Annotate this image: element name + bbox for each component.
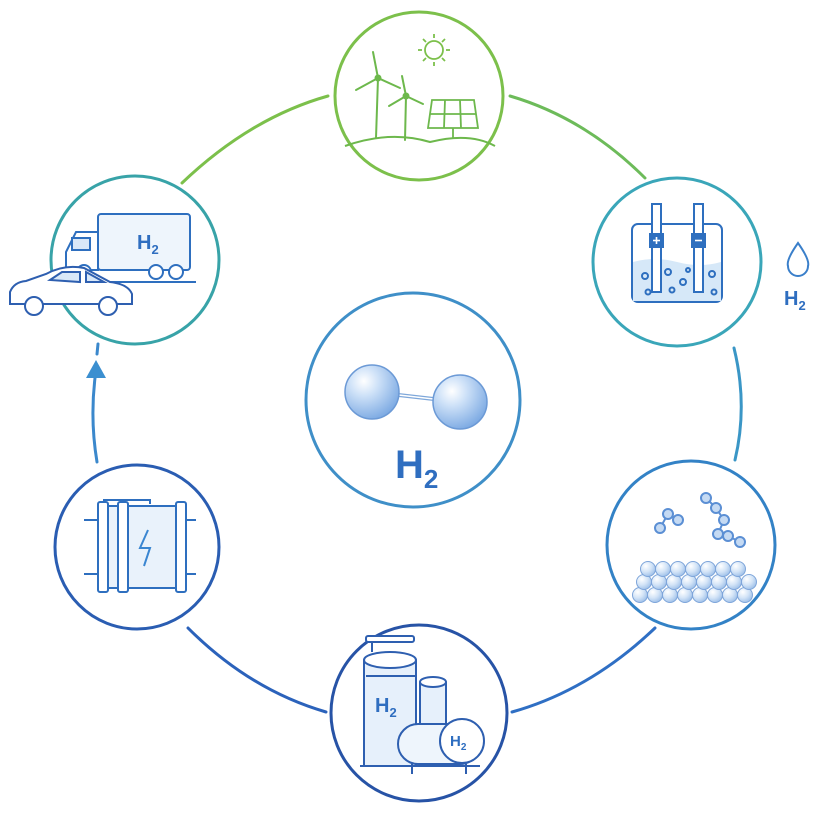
ring-arc-top-right <box>508 94 647 180</box>
water-drop-icon <box>786 241 810 277</box>
renewable-energy-node <box>333 10 505 182</box>
cycle-ring <box>91 94 743 714</box>
ring-arc-left <box>91 376 99 464</box>
ring-arc-bottom-left <box>186 626 328 714</box>
wind-turbine-icon <box>355 51 424 141</box>
transport-node: H2 <box>9 174 221 346</box>
material-sphere <box>715 561 731 577</box>
material-sphere <box>741 574 757 590</box>
storage-material-node <box>605 459 777 631</box>
sun-icon <box>418 34 450 66</box>
adsorption-material-icon <box>632 492 757 603</box>
storage-tank-icon <box>360 635 485 774</box>
truck-formula: H2 <box>137 232 159 257</box>
fuel-cell-node <box>53 463 221 631</box>
flow-arrow-icon <box>86 360 106 378</box>
car-icon <box>9 265 133 316</box>
fuel-cell-icon <box>84 499 196 593</box>
hydrogen-molecule-icon <box>344 364 488 430</box>
material-sphere <box>685 561 701 577</box>
material-sphere <box>670 561 686 577</box>
material-sphere <box>640 561 656 577</box>
electrolyzer-icon <box>631 203 723 303</box>
material-sphere <box>730 561 746 577</box>
ring-arc-top-left <box>180 94 330 185</box>
hydrogen-storage-node: H2 H2 <box>329 623 509 803</box>
ring-arc-bottom-right <box>510 626 657 714</box>
water-formula: H2 <box>784 288 806 313</box>
center-node: H2 <box>304 291 522 509</box>
center-formula: H2 <box>395 443 438 494</box>
ring-arc-right <box>732 346 743 462</box>
material-sphere <box>700 561 716 577</box>
tank-formula: H2 <box>375 695 397 720</box>
electrolysis-node <box>591 176 763 348</box>
ring-dash <box>95 342 100 356</box>
hill-line <box>344 135 496 147</box>
cylinder-formula: H2 <box>450 733 467 753</box>
material-sphere <box>655 561 671 577</box>
solar-panel-icon <box>426 99 480 138</box>
